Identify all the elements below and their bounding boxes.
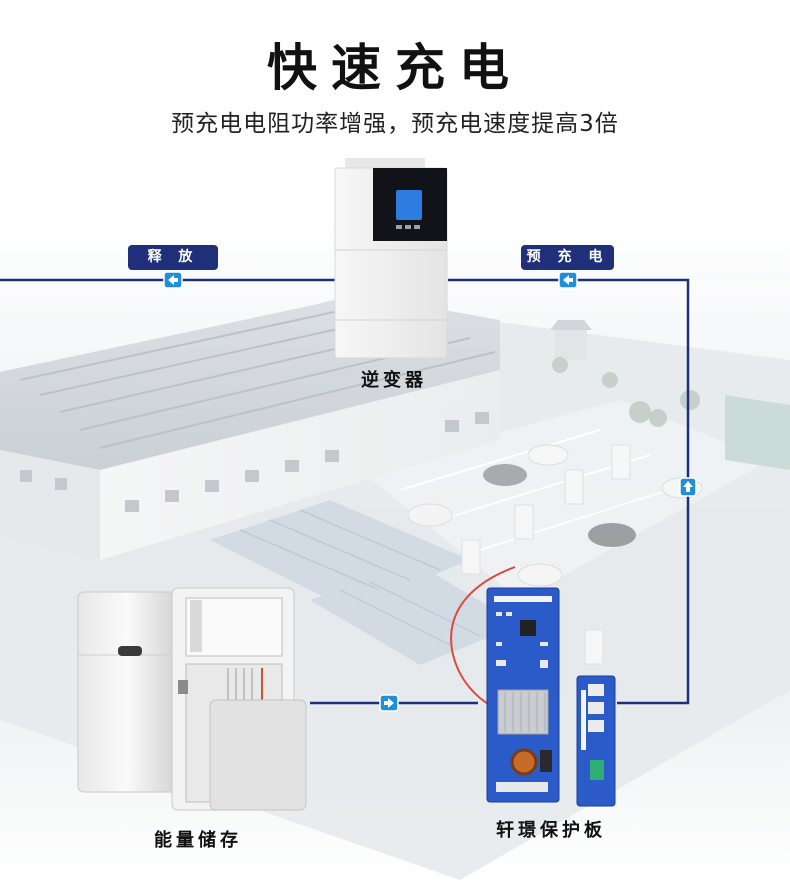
cabinet-open-door — [209, 699, 307, 811]
energy-storage-label: 能量储存 — [154, 830, 242, 851]
inverter-top-cap — [345, 158, 425, 170]
board-header-strip — [494, 596, 552, 602]
release-tag: 释 放 — [128, 245, 218, 270]
arrow-marker-release — [163, 271, 183, 289]
arrow-marker-bottom — [379, 694, 399, 712]
board-components — [496, 612, 548, 668]
protection-board-main — [486, 587, 560, 803]
arrow-marker-right-side — [679, 477, 697, 497]
protection-board-aux — [576, 675, 616, 807]
trees — [552, 357, 700, 427]
carport-canopy-2 — [310, 565, 520, 665]
board-heatsink — [497, 689, 549, 735]
inverter-buttons — [396, 225, 420, 229]
arrow-left-icon — [563, 275, 573, 285]
board-aux-pin-header — [581, 690, 586, 750]
inverter-lcd-screen — [396, 190, 422, 220]
arrow-left-icon — [168, 275, 178, 285]
board-terminal-strip — [496, 782, 548, 792]
board-capacitor — [540, 750, 552, 772]
board-aux-connectors — [588, 684, 604, 732]
red-cable — [450, 566, 516, 707]
board-chip — [520, 620, 536, 636]
cabinet-wiring — [227, 668, 253, 700]
carport-grid — [239, 509, 481, 646]
board-aux-dip-switch — [590, 760, 604, 780]
arrow-up-icon — [683, 481, 693, 492]
gate-house-roof — [550, 320, 592, 330]
factory-windows — [20, 412, 489, 512]
cabinet-side-latch — [178, 680, 188, 694]
utility-shed — [725, 395, 790, 470]
cabinet-closed-unit — [77, 591, 177, 793]
precharge-tag: 预 充 电 — [521, 245, 614, 270]
page-title: 快速充电 — [267, 39, 523, 97]
cabinet-handle — [118, 646, 142, 656]
parked-cars — [407, 444, 703, 587]
cabinet-module-vent — [190, 600, 202, 652]
page-subtitle: 预充电电阻功率增强，预充电速度提高3倍 — [171, 111, 619, 137]
factory-front-wall — [100, 370, 500, 560]
gate-house — [555, 330, 587, 360]
protection-board-label: 轩璟保护板 — [496, 820, 606, 841]
board-inductor-coil — [510, 748, 538, 776]
arrow-marker-precharge — [558, 271, 578, 289]
energy-storage-cabinet — [77, 587, 307, 811]
board-heatsink-fins — [504, 692, 546, 732]
inverter-device — [334, 158, 448, 359]
arrow-right-icon — [384, 698, 394, 708]
charging-posts — [461, 444, 631, 665]
board-aux-pcb — [576, 675, 616, 807]
inverter-label: 逆变器 — [361, 370, 427, 391]
